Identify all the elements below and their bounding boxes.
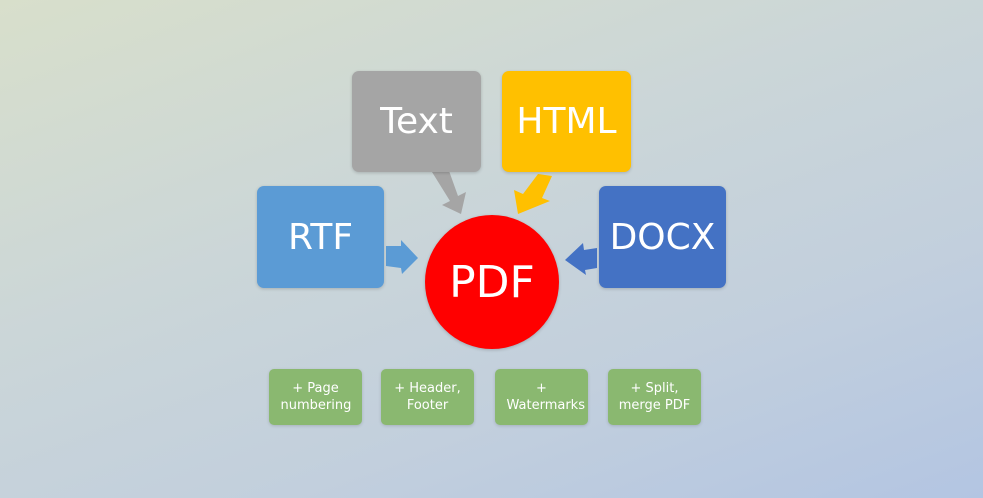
input-text-label: Text [380, 101, 453, 142]
input-rtf-label: RTF [287, 216, 354, 258]
input-rtf-box: RTF [257, 186, 384, 288]
feature-page-numbering: + Page numbering [269, 369, 362, 425]
input-html-label: HTML [516, 101, 617, 142]
arrow-rtf-to-pdf [386, 240, 418, 274]
feature-split-merge: + Split, merge PDF [608, 369, 701, 425]
feature-watermarks: + Watermarks [495, 369, 588, 425]
arrow-text-to-pdf [432, 168, 466, 214]
output-pdf-circle: PDF [425, 215, 559, 349]
feature-header-footer: + Header, Footer [381, 369, 474, 425]
arrow-docx-to-pdf [565, 243, 597, 275]
input-text-box: Text [352, 71, 481, 172]
output-pdf-label: PDF [449, 256, 535, 308]
input-docx-label: DOCX [609, 216, 716, 258]
arrow-html-to-pdf [514, 174, 552, 214]
input-html-box: HTML [502, 71, 631, 172]
input-docx-box: DOCX [599, 186, 726, 288]
